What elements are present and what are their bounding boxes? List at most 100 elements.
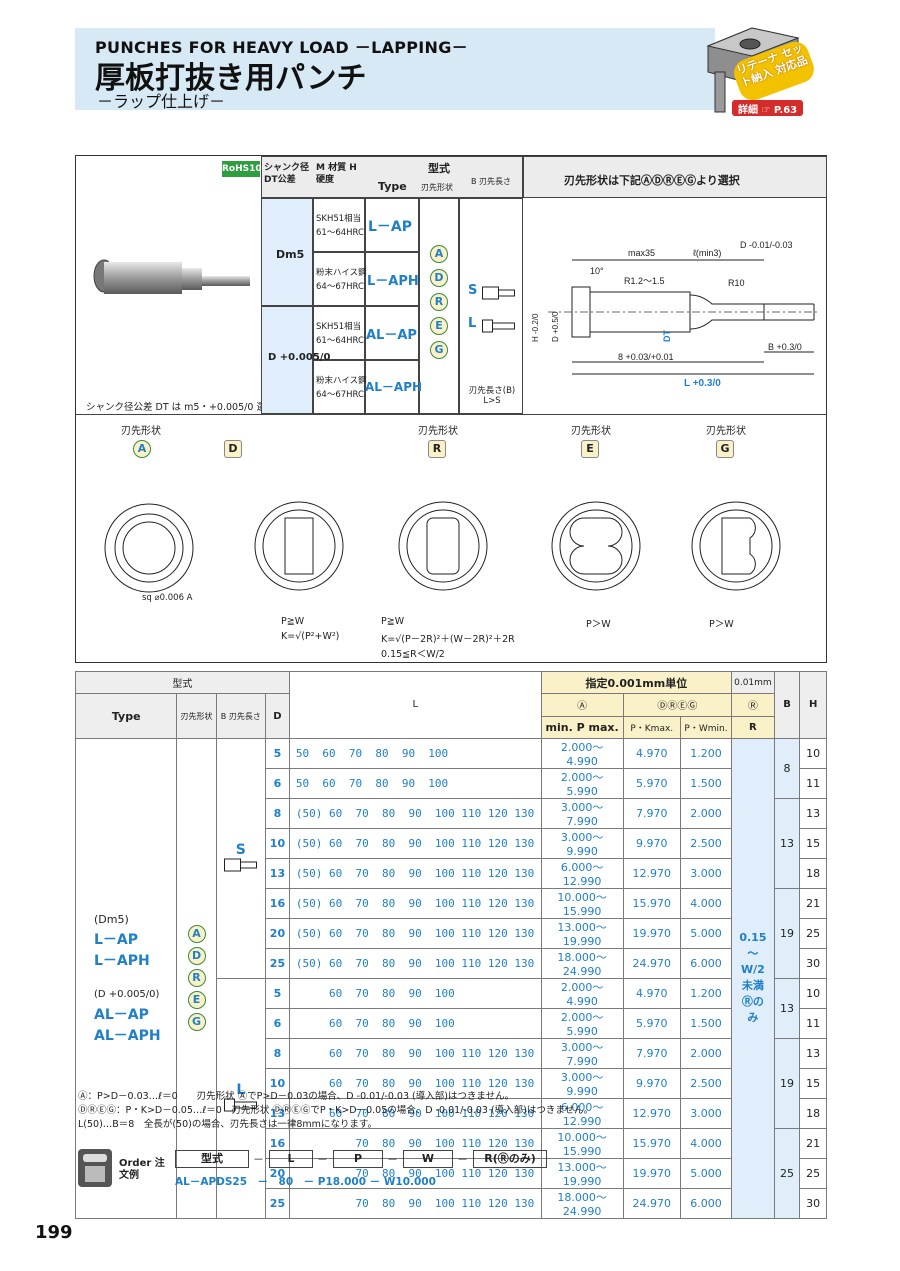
type-al-ap: AL－AP — [366, 328, 417, 343]
tip-letter-d: D — [430, 269, 448, 287]
tip-shape-e-icon: E — [581, 440, 599, 458]
order-box-w: W — [403, 1150, 453, 1168]
shank-cell-1 — [261, 198, 313, 306]
table-row: (Dm5) L－AP L－APH (D +0.005/0) AL－AP AL－A… — [74, 737, 827, 1219]
cell-h: 18 — [799, 857, 827, 889]
th-tip-length: B 刃先長さ — [215, 693, 267, 739]
tip-letter-r: R — [430, 293, 448, 311]
footnotes: Ⓐ：P>D－0.03…ℓ＝0 刃先形状 ⒶでP>D－0.03の場合、D -0.0… — [78, 1090, 593, 1132]
cell-pk: 7.970 — [622, 1037, 681, 1069]
cell-h: 18 — [799, 1097, 827, 1129]
cell-a: 10.000～ 15.990 — [540, 1127, 624, 1159]
cell-pk: 12.970 — [622, 857, 681, 889]
detail-page-link[interactable]: 詳細 ☞ P.63 — [732, 100, 804, 116]
dim-tol8: 8 +0.03/+0.01 — [618, 352, 674, 362]
cell-pw: 6.000 — [679, 1187, 733, 1219]
table-tip-a-icon: A — [187, 925, 206, 944]
th-r: Ⓡ — [731, 693, 775, 717]
subtitle: －ラップ仕上げ－ — [97, 92, 226, 111]
material-cell — [313, 360, 365, 414]
cell-pw: 1.200 — [679, 737, 733, 769]
cell-h: 30 — [799, 1187, 827, 1219]
tip-r-note-1: P≧W — [381, 616, 405, 627]
th-unit: 指定0.001mm単位 — [540, 670, 733, 695]
cell-a: 6.000～ 12.990 — [540, 1097, 624, 1129]
tip-length-s: S — [468, 283, 478, 298]
type-l-aph: L－APH — [367, 274, 419, 289]
cell-a: 3.000～ 7.990 — [540, 797, 624, 829]
type-label-l-ap: L－AP — [94, 932, 139, 949]
th-a: Ⓐ — [540, 693, 624, 717]
cell-d: 6 — [265, 767, 290, 799]
tip-label-a: 刃先形状 — [121, 426, 161, 437]
th-dreg: ⒹⓇⒺⒼ — [622, 693, 733, 717]
cell-pw: 5.000 — [679, 1157, 733, 1189]
cell-d: 6 — [265, 1007, 290, 1039]
cell-pw: 2.000 — [679, 1037, 733, 1069]
table-row: 20 70 80 90 100 110 120 130 13.000～ 19.9… — [76, 1157, 827, 1189]
shank-cell-2 — [261, 306, 313, 414]
order-box-l: L — [269, 1150, 313, 1168]
cell-h: 13 — [799, 1037, 827, 1069]
col-type-header: Type — [378, 180, 407, 193]
cell-pk: 9.970 — [622, 827, 681, 859]
cell-d: 25 — [265, 1187, 290, 1219]
table-row: 16 (50) 60 70 80 90 100 110 120 130 10.0… — [76, 887, 827, 979]
tip-shape-r-icon: R — [428, 440, 446, 458]
cell-a: 3.000～ 7.990 — [540, 1037, 624, 1069]
tip-label-r: 刃先形状 — [418, 426, 458, 437]
cell-pk: 15.970 — [622, 887, 681, 919]
cell-pw: 1.200 — [679, 977, 733, 1009]
tip-g-note: P＞W — [709, 619, 734, 630]
tip-length-l: L — [468, 316, 477, 331]
cell-l: 50 60 70 80 90 100 — [288, 767, 542, 799]
footnote-1: Ⓐ：P>D－0.03…ℓ＝0 刃先形状 ⒶでP>D－0.03の場合、D -0.0… — [78, 1091, 515, 1102]
cell-h: 15 — [799, 1067, 827, 1099]
cell-pk: 5.970 — [622, 767, 681, 799]
order-box-p: P — [333, 1150, 383, 1168]
cell-pk: 5.970 — [622, 1007, 681, 1039]
cell-d: 8 — [265, 797, 290, 829]
table-tip-e-icon: E — [187, 991, 206, 1010]
dim-b-tol: B +0.3/0 — [768, 342, 802, 352]
table-row: 13 (50) 60 70 80 90 100 110 120 130 6.00… — [76, 857, 827, 889]
type-label-dm5: (Dm5) — [94, 913, 129, 927]
cell-a: 18.000～ 24.990 — [540, 1187, 624, 1219]
divider — [76, 414, 827, 415]
table-row: L 5 60 70 80 90 100 2.000～ 4.990 4.970 1… — [76, 977, 827, 1219]
dim-r12: R1.2～1.5 — [624, 276, 665, 286]
cell-l: (50) 60 70 80 90 100 110 120 130 — [288, 827, 542, 859]
tip-length-cell — [459, 198, 523, 414]
type-cell — [365, 252, 419, 306]
title-japanese: 厚板打抜き用パンチ — [95, 61, 367, 96]
material-3: SKH51相当 — [316, 322, 362, 332]
cell-d: 10 — [265, 827, 290, 859]
tip-shape-d-icon: D — [224, 440, 242, 458]
cell-h: 21 — [799, 1127, 827, 1159]
dim-lmin3: ℓ(min3) — [693, 248, 721, 258]
cell-b: 8 — [773, 737, 801, 799]
th-type: Type — [74, 693, 178, 739]
th-p-wmin: P・Wmin. — [679, 715, 733, 739]
table-row: 8 60 70 80 90 100 110 120 130 3.000～ 7.9… — [76, 1037, 827, 1129]
rohs-badge: RoHS10 — [222, 161, 262, 177]
cell-l: 60 70 80 90 100 — [288, 1007, 542, 1039]
th-tip-shape: 刃先形状 — [176, 693, 217, 739]
tip-d-note-1: P≧W — [281, 616, 305, 627]
tip-letter-e: E — [430, 317, 448, 335]
footnote-2: ⒹⓇⒺⒼ：P・K>D－0.05…ℓ＝0 刃先形状 ⒹⓇⒺⒼでP・K>D－0.05… — [78, 1105, 594, 1116]
th-d: D — [265, 693, 290, 739]
cell-l: (50) 60 70 80 90 100 110 120 130 — [288, 947, 542, 979]
th-unit-r: 0.01mm — [731, 670, 775, 695]
order-dash: － — [457, 1153, 468, 1166]
tip-e-note: P＞W — [586, 619, 611, 630]
th-r2: R — [731, 715, 775, 739]
order-label: Order 注文例 — [119, 1158, 165, 1181]
table-row: 25 70 80 90 100 110 120 130 18.000～ 24.9… — [76, 1187, 827, 1219]
cell-l: (50) 60 70 80 90 100 110 120 130 — [288, 857, 542, 889]
spec-section: シャンク径公差 DT は m5・+0.005/0 選択 RoHS10 シャンク径… — [75, 155, 827, 663]
order-example-text: AL－APDS25 － 80 － P18.000 － W10.000 — [175, 1176, 436, 1188]
tip-length-s-cell: S — [215, 737, 267, 979]
tip-d-note-2: K=√(P²+W²) — [281, 631, 340, 642]
cell-pw: 1.500 — [679, 767, 733, 799]
